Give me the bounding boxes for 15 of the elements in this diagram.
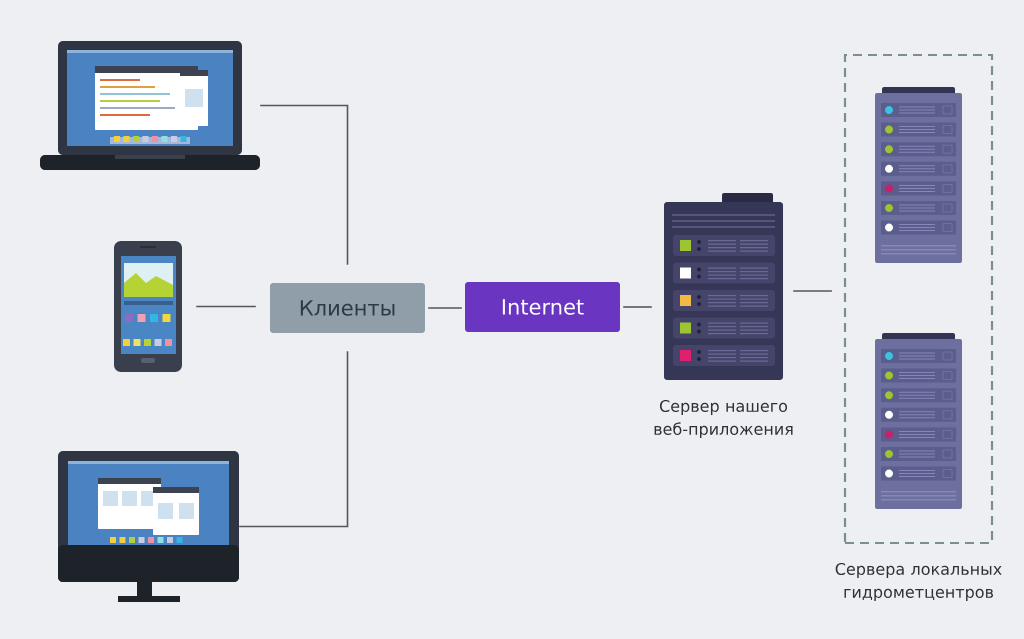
laptop-drawing bbox=[40, 41, 260, 170]
internet-box: Internet bbox=[465, 282, 620, 332]
smartphone-drawing bbox=[114, 241, 182, 372]
connector-line bbox=[792, 290, 833, 292]
connector-line bbox=[259, 104, 349, 266]
server-rack-drawing bbox=[875, 87, 962, 263]
connector-line bbox=[427, 307, 463, 309]
desktop-monitor-drawing bbox=[58, 451, 239, 602]
server-caption: Сервер нашего веб-приложения bbox=[654, 399, 793, 439]
client-box: Клиенты bbox=[270, 283, 425, 333]
group-caption: Сервера локальных гидрометцентров bbox=[835, 562, 1002, 602]
connector-line bbox=[238, 350, 349, 528]
connector-line bbox=[622, 306, 653, 308]
server-rack-drawing bbox=[875, 333, 962, 509]
connector-line bbox=[195, 305, 257, 308]
